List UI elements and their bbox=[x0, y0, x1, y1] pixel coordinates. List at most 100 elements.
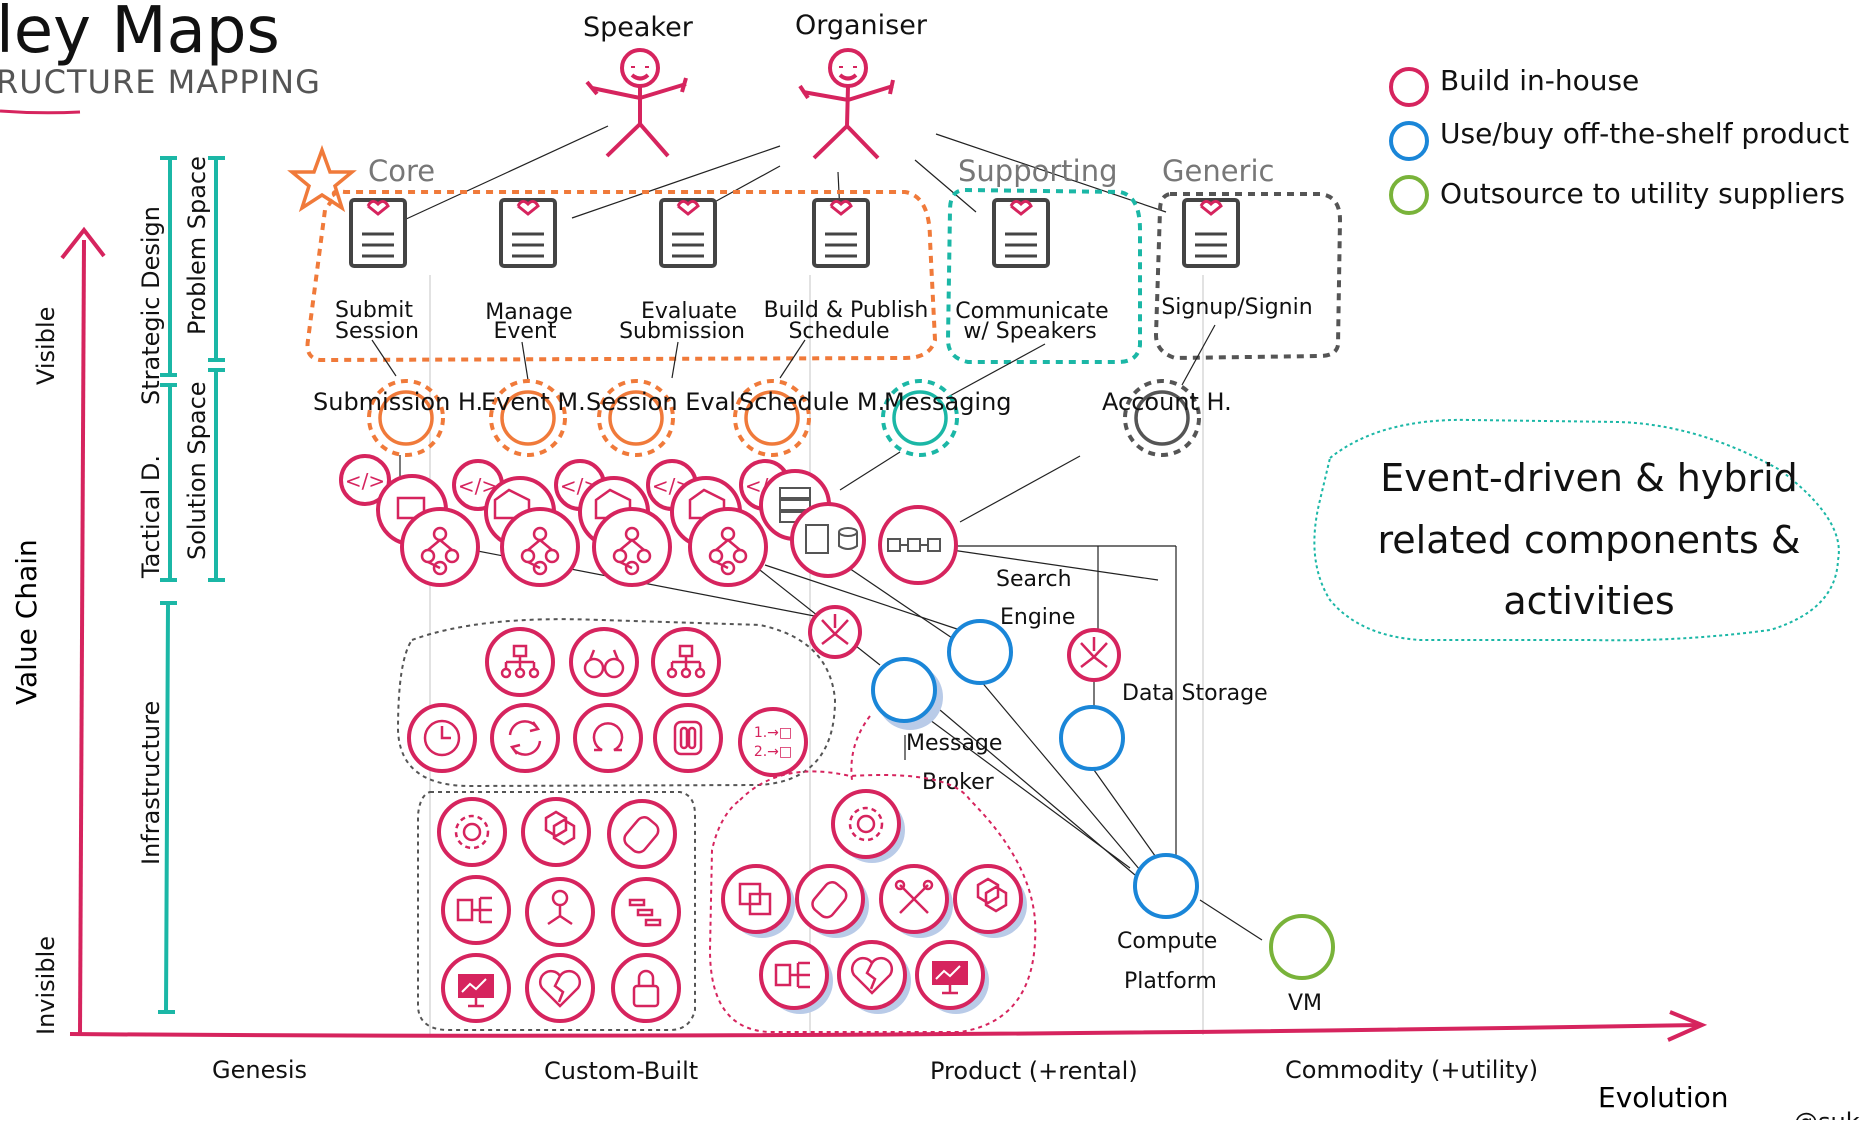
broker-dotted-link bbox=[850, 715, 871, 781]
pipeline-icon bbox=[878, 505, 958, 585]
label-compute-2: Platform bbox=[1124, 969, 1217, 994]
label-search-engine-1: Search bbox=[996, 567, 1072, 592]
message-broker-node bbox=[871, 657, 937, 723]
event-router-icon bbox=[1067, 628, 1121, 682]
label-message-broker-2: Broker bbox=[922, 770, 995, 795]
label-vm: VM bbox=[1288, 991, 1322, 1016]
legend-outsource-label: Outsource to utility suppliers bbox=[1440, 177, 1845, 210]
bc-session-evaluation: Session Eval. bbox=[586, 388, 744, 416]
y-axis-top-label: Visible bbox=[32, 307, 60, 385]
label-message-broker-1: Message bbox=[906, 731, 1002, 756]
subdomain-manage-event-l2: Event bbox=[493, 319, 556, 344]
binoculars-icon bbox=[569, 627, 639, 697]
value-chain-axis bbox=[60, 226, 106, 1034]
data-storage-node bbox=[1059, 705, 1125, 771]
generic-domain-group bbox=[1153, 192, 1343, 361]
monitor-chart-icon bbox=[441, 953, 511, 1023]
compute-platform-node bbox=[1133, 853, 1199, 919]
evolution-axis bbox=[69, 1010, 1708, 1042]
overlap-squares-icon bbox=[721, 864, 791, 934]
hexagons-icon bbox=[521, 797, 591, 867]
subdomain-communicate-l1: Communicate bbox=[955, 299, 1108, 324]
core-star-icon bbox=[287, 144, 357, 213]
lock-icon bbox=[611, 953, 681, 1023]
subdomain-evaluate-submission-l1: Evaluate bbox=[641, 299, 737, 324]
svg-text:</>: </> bbox=[345, 469, 385, 493]
actor-speaker-label: Speaker bbox=[583, 12, 694, 43]
phase-strategic-design: Strategic Design bbox=[137, 206, 165, 405]
blue-components bbox=[871, 619, 1335, 980]
actor-organiser-label: Organiser bbox=[795, 10, 928, 41]
stage-custom-built: Custom-Built bbox=[544, 1057, 698, 1085]
code-tag-icon: </> bbox=[339, 454, 391, 506]
title-underline bbox=[0, 109, 81, 115]
branching-icon bbox=[441, 875, 511, 945]
bandage-icon bbox=[607, 799, 677, 869]
bounded-context-circles bbox=[367, 379, 1201, 457]
phase-brackets bbox=[158, 156, 225, 1014]
y-axis-bottom-label: Invisible bbox=[32, 936, 60, 1035]
aggregate-graph-icon bbox=[688, 507, 768, 587]
repository-icon bbox=[790, 502, 866, 578]
stage-product: Product (+rental) bbox=[930, 1057, 1138, 1085]
subdomain-manage-event-l1: Manage bbox=[485, 300, 572, 325]
phase-tactical-design: Tactical D. bbox=[137, 455, 165, 579]
vm-node bbox=[1269, 914, 1335, 980]
infra-icons-top: 1.→□2.→□ bbox=[407, 627, 808, 777]
legend: Build in-house Use/buy off-the-shelf pro… bbox=[1389, 64, 1849, 215]
x-axis-title: Evolution bbox=[1598, 1081, 1729, 1114]
speaker-stick-figure-icon bbox=[585, 48, 688, 158]
label-compute-1: Compute bbox=[1117, 929, 1217, 954]
stage-genesis: Genesis bbox=[212, 1056, 307, 1084]
core-domain-group bbox=[305, 189, 938, 363]
bc-submission-handling: Submission H. bbox=[313, 388, 483, 416]
phase-infrastructure: Infrastructure bbox=[137, 701, 165, 865]
monitor-chart-icon bbox=[915, 940, 985, 1010]
tactical-components: </> </> </> </> </> bbox=[339, 454, 958, 587]
label-data-storage: Data Storage bbox=[1122, 681, 1268, 706]
subdomain-build-publish-l2: Schedule bbox=[788, 319, 889, 344]
category-core: Core bbox=[368, 154, 435, 188]
omega-icon bbox=[573, 703, 643, 773]
category-supporting: Supporting bbox=[958, 154, 1118, 188]
subdomain-submit-session-l2: Session bbox=[335, 319, 419, 344]
label-search-engine-2: Engine bbox=[1000, 605, 1075, 630]
legend-buy-swatch bbox=[1389, 121, 1429, 161]
note-bubble bbox=[1313, 418, 1840, 642]
containers-icon bbox=[653, 703, 723, 773]
broken-heart-icon bbox=[837, 940, 907, 1010]
note-line-3: activities bbox=[1503, 579, 1674, 623]
subdomain-bc-connections bbox=[371, 324, 1216, 399]
ordered-steps-icon: 1.→□2.→□ bbox=[738, 707, 808, 777]
stage-commodity: Commodity (+utility) bbox=[1285, 1056, 1538, 1084]
subdomain-signup-signin: Signup/Signin bbox=[1161, 295, 1312, 320]
page-subtitle: RUCTURE MAPPING bbox=[0, 63, 321, 101]
category-generic: Generic bbox=[1162, 154, 1274, 188]
legend-build-swatch bbox=[1389, 67, 1429, 107]
gear-icon bbox=[437, 797, 507, 867]
bc-event-management: Event M. bbox=[481, 388, 586, 416]
hierarchy-icon bbox=[651, 627, 721, 697]
aggregate-graph-icon bbox=[500, 507, 580, 587]
supporting-domain-group bbox=[945, 187, 1142, 364]
broken-heart-icon bbox=[525, 953, 595, 1023]
svg-text:2.→□: 2.→□ bbox=[754, 744, 792, 760]
bandage-icon bbox=[795, 864, 865, 934]
person-network-icon bbox=[525, 877, 595, 947]
organiser-stick-figure-icon bbox=[798, 48, 895, 160]
aggregate-graph-icon bbox=[400, 507, 480, 587]
infra-group-bottom-right bbox=[708, 770, 1037, 1033]
subdomain-evaluate-submission-l2: Submission bbox=[619, 319, 745, 344]
tools-icon bbox=[879, 864, 949, 934]
note-line-2: related components & bbox=[1378, 518, 1801, 562]
aggregate-graph-icon bbox=[592, 507, 672, 587]
bc-schedule-management: Schedule M. bbox=[739, 388, 885, 416]
y-axis-title: Value Chain bbox=[10, 539, 43, 705]
event-router-icon bbox=[808, 605, 862, 659]
credit-handle: @suk bbox=[1794, 1108, 1860, 1120]
search-engine-node bbox=[947, 619, 1013, 685]
gear-icon bbox=[831, 789, 901, 859]
infra-group-top bbox=[396, 618, 837, 788]
branching-icon bbox=[759, 940, 829, 1010]
